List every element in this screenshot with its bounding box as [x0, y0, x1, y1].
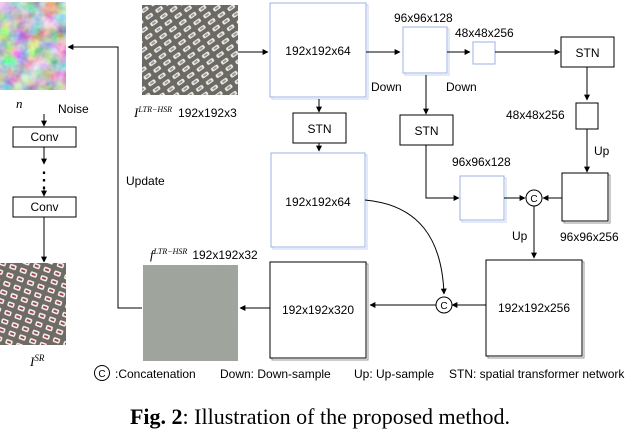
stn-left-out-size: 192x192x64	[285, 195, 351, 209]
update-arrow	[67, 44, 142, 309]
up-out1-box	[561, 172, 611, 224]
output-label: ISR	[29, 353, 45, 369]
up-out2-box: 192x192x256	[485, 259, 585, 359]
up-out2-size: 192x192x256	[498, 301, 570, 315]
stn-top-block: STN	[292, 112, 347, 144]
vertical-dots: ⋮	[33, 167, 55, 192]
feature-image	[143, 265, 238, 361]
up-label-2: Up	[512, 229, 528, 243]
output-image	[0, 263, 66, 345]
stn-mid-label: STN	[415, 124, 439, 138]
concat-node-2-symbol: C	[440, 301, 447, 312]
stn-left-out-box: 192x192x64	[270, 152, 368, 250]
conv-block-1: Conv	[12, 126, 77, 148]
arrow-stn-box-to-concat2	[364, 199, 447, 295]
concat-out-size: 192x192x320	[282, 303, 354, 317]
figure-caption: Fig. 2: Illustration of the proposed met…	[0, 404, 640, 430]
conv-block-2: Conv	[12, 196, 77, 218]
stn-right-label: STN	[576, 46, 600, 60]
enc3-box	[472, 41, 496, 65]
down-label-2: Down	[446, 80, 477, 94]
caption-text: : Illustration of the proposed method.	[182, 404, 511, 429]
stn-right-block: STN	[560, 36, 615, 68]
noise-symbol: n	[16, 96, 23, 111]
conv-block-2-label: Conv	[30, 200, 58, 214]
legend-down: Down: Down-sample	[220, 367, 331, 381]
enc2-size: 96x96x128	[394, 11, 453, 25]
legend: C :Concatenation Down: Down-sample Up: U…	[94, 365, 625, 381]
enc2-box	[402, 26, 450, 76]
concat-node-2: C	[435, 296, 453, 314]
stn-mid-out-box	[459, 175, 507, 223]
legend-concat-symbol: C	[94, 365, 110, 381]
concat-node-1: C	[525, 189, 543, 207]
down-label-1: Down	[371, 80, 402, 94]
stn-top-label: STN	[308, 122, 332, 136]
arrow-stn-mid-to-box	[425, 145, 460, 201]
enc1-size: 192x192x64	[285, 44, 351, 58]
stn-right-out-size: 48x48x256	[506, 108, 565, 122]
enc1-box: 192x192x64	[269, 2, 369, 100]
svg-text:C: C	[98, 369, 105, 380]
update-label: Update	[126, 174, 165, 188]
stn-mid-out-size: 96x96x128	[452, 155, 511, 169]
conv-block-1-label: Conv	[30, 130, 58, 144]
concat-node-1-symbol: C	[530, 194, 537, 205]
legend-stn: STN: spatial transformer network	[449, 367, 625, 381]
stn-mid-block: STN	[399, 114, 454, 146]
up-out1-size: 96x96x256	[560, 230, 619, 244]
enc3-size: 48x48x256	[455, 26, 514, 40]
legend-up: Up: Up-sample	[354, 367, 434, 381]
stn-right-out-box	[575, 102, 599, 130]
noise-label: Noise	[58, 102, 89, 116]
up-label-1: Up	[594, 144, 610, 158]
noise-image	[0, 2, 66, 90]
concat-out-box: 192x192x320	[269, 261, 369, 361]
caption-label: Fig. 2	[129, 404, 183, 429]
input-image	[142, 5, 238, 95]
legend-concat: :Concatenation	[115, 367, 196, 381]
